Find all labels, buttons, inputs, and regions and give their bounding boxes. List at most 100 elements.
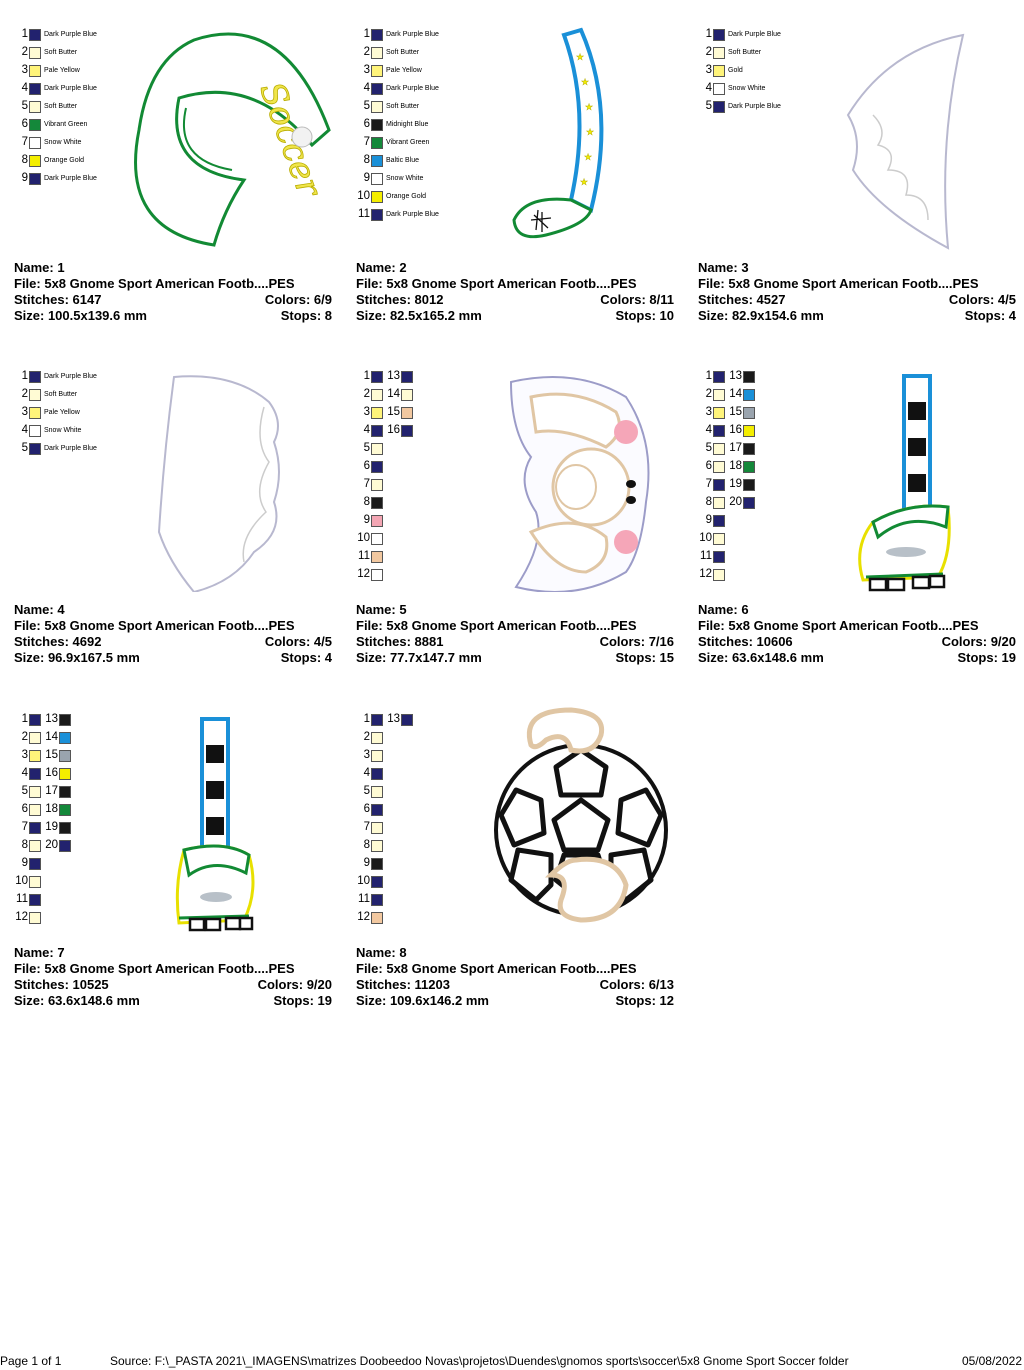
legend-number: 5 xyxy=(363,785,370,797)
color-name: Vibrant Green xyxy=(386,139,430,146)
legend-number: 8 xyxy=(705,496,712,508)
legend-number: 12 xyxy=(699,568,712,580)
color-swatch xyxy=(371,425,383,437)
color-swatch xyxy=(743,389,755,401)
color-swatch xyxy=(29,804,41,816)
color-swatch xyxy=(713,407,725,419)
design-preview xyxy=(858,374,951,592)
legend-number: 16 xyxy=(45,767,58,779)
color-swatch xyxy=(371,443,383,455)
color-swatch xyxy=(371,714,383,726)
legend-number: 20 xyxy=(729,496,742,508)
color-name: Orange Gold xyxy=(386,193,427,200)
legend-number: 9 xyxy=(363,857,370,869)
legend-number: 2 xyxy=(21,731,28,743)
color-name: Dark Purple Blue xyxy=(44,31,97,38)
color-swatch xyxy=(371,101,383,113)
color-swatch xyxy=(401,714,413,726)
design-stops: Stops: 15 xyxy=(615,650,674,665)
legend-number: 1 xyxy=(363,713,370,725)
legend-number: 4 xyxy=(363,82,370,94)
design-colors: Colors: 9/20 xyxy=(257,977,332,992)
color-swatch xyxy=(371,209,383,221)
color-swatch xyxy=(371,804,383,816)
legend-number: 8 xyxy=(363,496,370,508)
color-swatch xyxy=(29,47,41,59)
color-name: Snow White xyxy=(728,85,766,92)
color-swatch xyxy=(713,497,725,509)
legend-number: 1 xyxy=(21,28,28,40)
color-swatch xyxy=(59,786,71,798)
design-preview: Soccer xyxy=(134,32,331,247)
color-swatch xyxy=(29,29,41,41)
legend-number: 3 xyxy=(363,749,370,761)
color-swatch xyxy=(371,155,383,167)
legend-number: 6 xyxy=(363,118,370,130)
color-swatch xyxy=(401,389,413,401)
legend-number: 4 xyxy=(363,767,370,779)
legend-number: 4 xyxy=(705,82,712,94)
legend-number: 7 xyxy=(21,136,28,148)
color-name: Dark Purple Blue xyxy=(386,31,439,38)
color-swatch xyxy=(371,750,383,762)
color-swatch xyxy=(59,768,71,780)
color-swatch xyxy=(713,461,725,473)
legend-number: 9 xyxy=(705,514,712,526)
legend-number: 10 xyxy=(15,875,28,887)
legend-number: 20 xyxy=(45,839,58,851)
design-name: Name: 2 xyxy=(356,260,407,275)
legend-number: 10 xyxy=(357,532,370,544)
legend-number: 3 xyxy=(363,406,370,418)
legend-number: 11 xyxy=(358,550,370,562)
design-name: Name: 8 xyxy=(356,945,407,960)
design-preview xyxy=(494,707,668,923)
legend-number: 13 xyxy=(387,713,400,725)
color-swatch xyxy=(29,768,41,780)
color-swatch xyxy=(371,479,383,491)
legend-number: 5 xyxy=(363,442,370,454)
legend-number: 7 xyxy=(21,821,28,833)
color-swatch xyxy=(713,65,725,77)
design-name: Name: 6 xyxy=(698,602,749,617)
color-swatch xyxy=(371,497,383,509)
color-swatch xyxy=(713,515,725,527)
color-name: Midnight Blue xyxy=(386,121,429,128)
design-name: Name: 3 xyxy=(698,260,749,275)
color-name: Dark Purple Blue xyxy=(386,85,439,92)
legend-number: 15 xyxy=(387,406,400,418)
color-name: Dark Purple Blue xyxy=(386,211,439,218)
legend-number: 16 xyxy=(729,424,742,436)
design-preview: ★ ★ ★ ★ ★ ★ xyxy=(512,27,604,239)
color-swatch xyxy=(401,425,413,437)
color-swatch xyxy=(29,732,41,744)
legend-number: 13 xyxy=(387,370,400,382)
color-name: Dark Purple Blue xyxy=(44,445,97,452)
color-swatch xyxy=(713,371,725,383)
color-swatch xyxy=(371,533,383,545)
legend-number: 9 xyxy=(21,172,28,184)
design-file: File: 5x8 Gnome Sport American Footb....… xyxy=(14,618,295,633)
color-swatch xyxy=(59,714,71,726)
legend-number: 3 xyxy=(21,749,28,761)
color-swatch xyxy=(29,443,41,455)
legend-number: 14 xyxy=(729,388,742,400)
color-swatch xyxy=(29,173,41,185)
legend-number: 19 xyxy=(729,478,742,490)
legend-number: 8 xyxy=(363,154,370,166)
design-file: File: 5x8 Gnome Sport American Footb....… xyxy=(356,618,637,633)
color-swatch xyxy=(29,425,41,437)
color-swatch xyxy=(59,822,71,834)
